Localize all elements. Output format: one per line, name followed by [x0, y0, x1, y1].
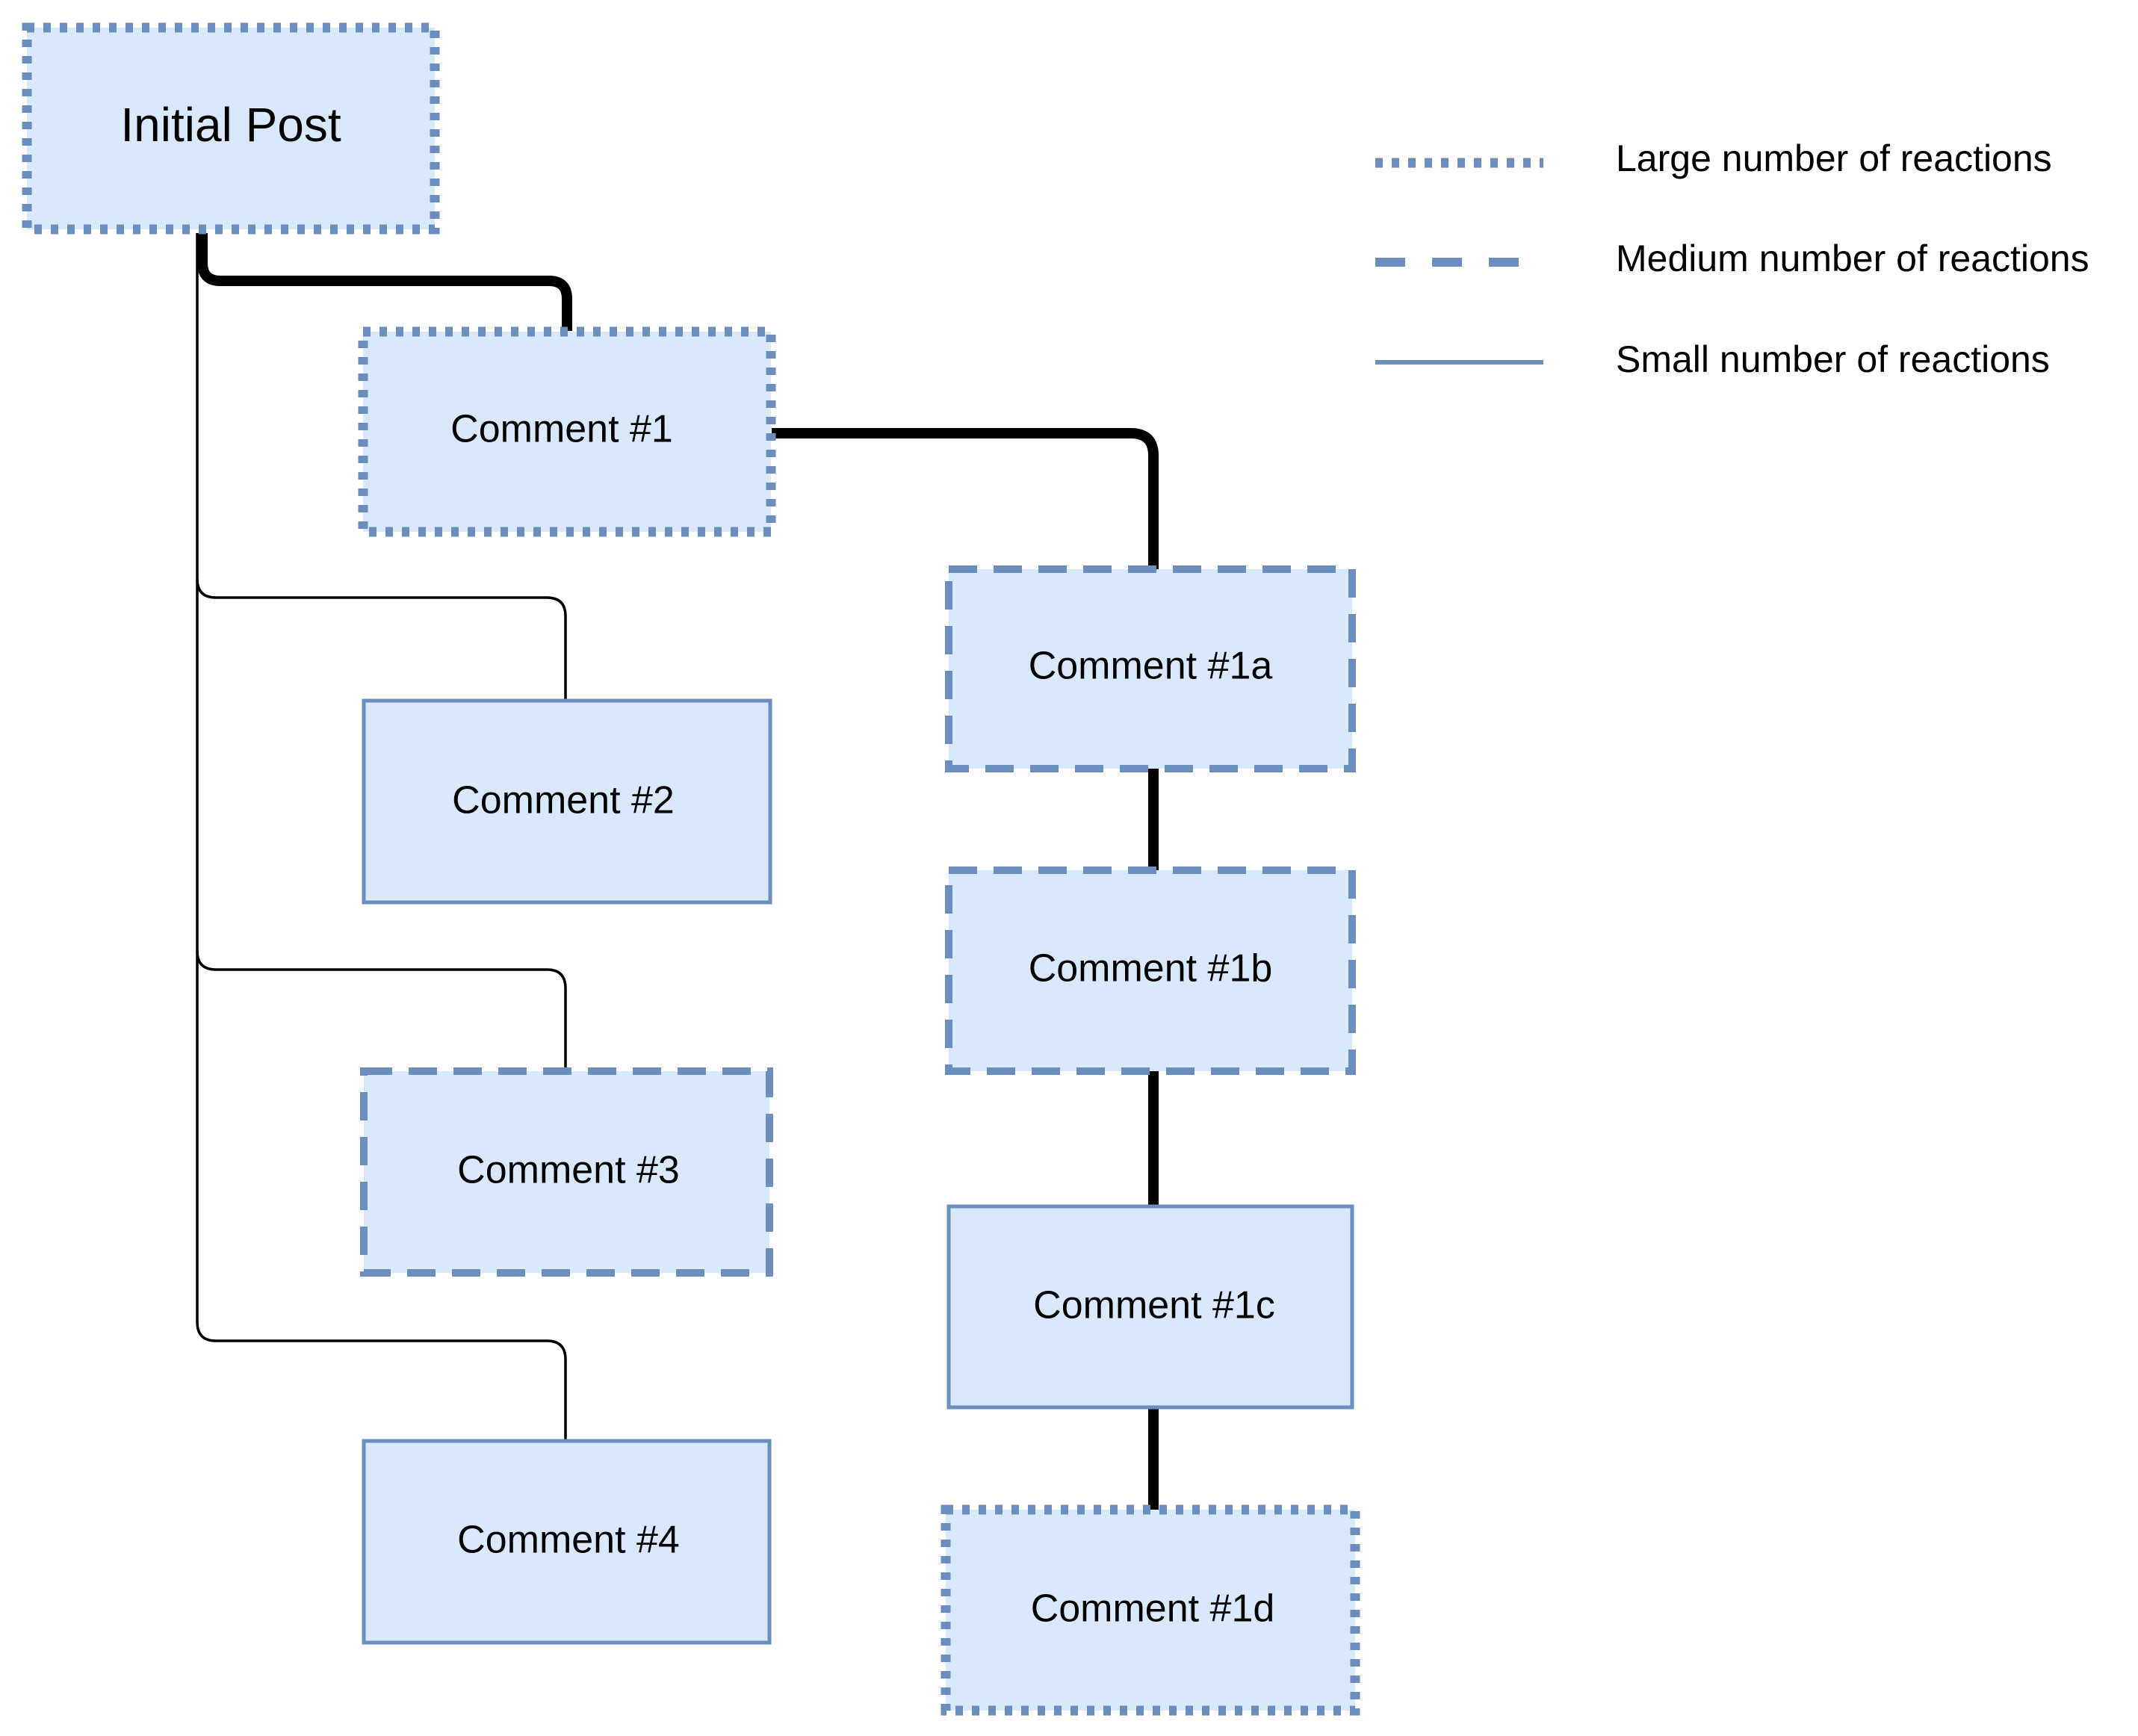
edge-comment-1-to-comment-1a [772, 428, 1159, 569]
node-comment-1d: Comment #1d [941, 1504, 1360, 1716]
legend-small-label: Small number of reactions [1616, 338, 2050, 380]
legend: Large number of reactions Medium number … [1375, 137, 2089, 380]
comment-1b-label: Comment #1b [1029, 947, 1273, 991]
comment-1-box [358, 326, 776, 537]
comment-3-box [360, 1067, 773, 1277]
node-initial-post: Initial Post [22, 22, 440, 235]
comment-1c-label: Comment #1c [1033, 1284, 1275, 1327]
comment-2-box [362, 698, 772, 905]
comment-4-label: Comment #4 [457, 1519, 680, 1562]
comment-1c-box [946, 1204, 1354, 1410]
initial-post-label: Initial Post [120, 98, 341, 152]
edge-initial-post-to-comment-1 [197, 233, 572, 331]
node-comment-3: Comment #3 [360, 1067, 773, 1277]
legend-large-label: Large number of reactions [1616, 137, 2052, 179]
node-comment-4: Comment #4 [362, 1439, 772, 1645]
comment-4-box [362, 1439, 772, 1645]
node-comment-1c: Comment #1c [946, 1204, 1354, 1410]
comment-2-label: Comment #2 [452, 779, 675, 822]
edge-initial-post-to-comment-4 [196, 951, 567, 1441]
edges [196, 233, 1159, 1510]
legend-medium-label: Medium number of reactions [1616, 238, 2089, 279]
comment-3-label: Comment #3 [457, 1149, 680, 1192]
comment-1d-box [941, 1504, 1360, 1716]
node-comment-1a: Comment #1a [945, 565, 1356, 772]
node-comment-1: Comment #1 [358, 326, 776, 537]
comment-1-label: Comment #1 [450, 408, 673, 451]
node-comment-1b: Comment #1b [945, 867, 1356, 1075]
node-comment-2: Comment #2 [362, 698, 772, 905]
comment-1a-box [945, 565, 1356, 772]
comment-1a-label: Comment #1a [1029, 645, 1273, 688]
comment-1b-box [945, 867, 1356, 1075]
initial-post-box [22, 22, 440, 235]
comment-1d-label: Comment #1d [1031, 1587, 1275, 1631]
